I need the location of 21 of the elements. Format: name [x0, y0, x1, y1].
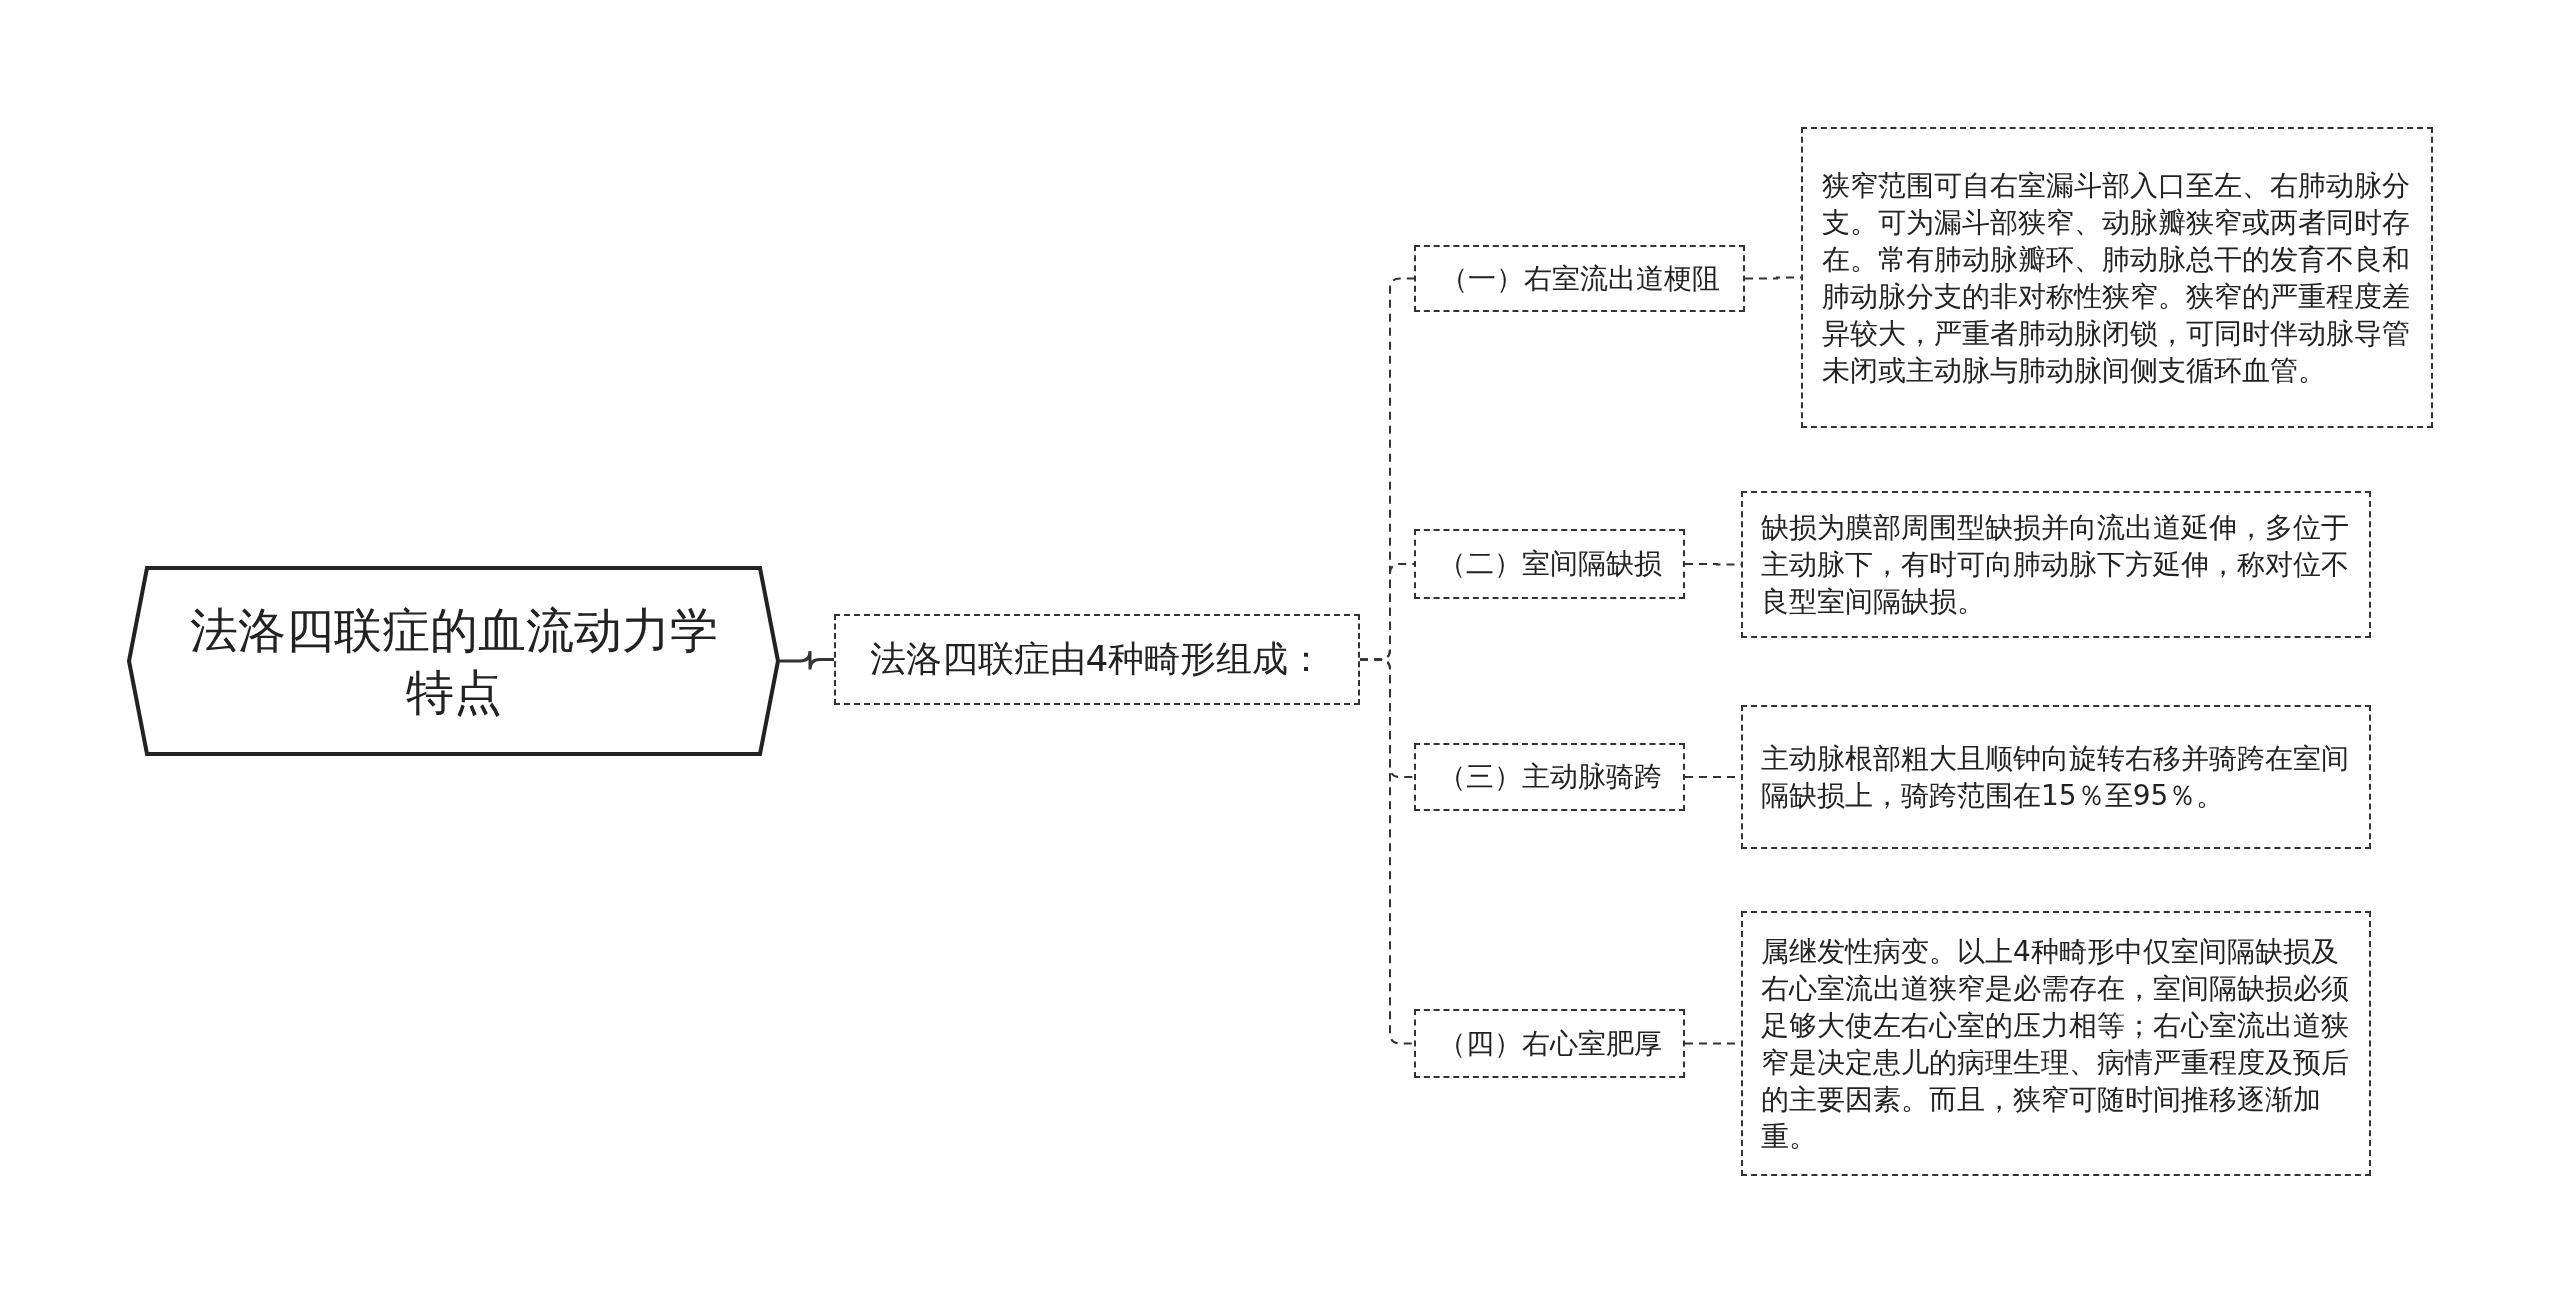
connector-line	[780, 649, 834, 671]
detail-text: 属继发性病变。以上4种畸形中仅室间隔缺损及右心室流出道狭窄是必需存在，室间隔缺损必须足够大使左右心室的压力相等；右心室流出道狭窄是决定患儿的病理生理、病情严重程度及预后的主要因素。而且，狭窄可随时间推移逐渐加重。	[1761, 933, 2350, 1155]
title-text: 法洛四联症的血流动力学特点	[188, 601, 719, 722]
connector-line	[1359, 658, 1415, 1045]
branch-box	[1414, 245, 1745, 312]
detail-box	[1741, 705, 2371, 849]
branch-text: （三）主动脉骑跨	[1437, 759, 1662, 795]
branch-text: （二）室间隔缺损	[1437, 546, 1662, 582]
detail-text: 缺损为膜部周围型缺损并向流出道延伸，多位于主动脉下，有时可向肺动脉下方延伸，称对位不良型室间隔缺损。	[1761, 510, 2350, 620]
detail-text: 狭窄范围可自右室漏斗部入口至左、右肺动脉分支。可为漏斗部狭窄、动脉瓣狭窄或两者同时存在。常有肺动脉瓣环、肺动脉总干的发育不良和肺动脉分支的非对称性狭窄。狭窄的严重程度差异较大，严重者肺动脉闭锁，可同时伴动脉导管未闭或主动脉与肺动脉间侧支循环血管。	[1822, 167, 2411, 389]
branch-text: （一）右室流出道梗阻	[1439, 260, 1720, 297]
branch-box	[1414, 743, 1685, 811]
detail-text: 主动脉根部粗大且顺钟向旋转右移并骑跨在室间隔缺损上，骑跨范围在15％至95％。	[1761, 741, 2350, 814]
branch-box	[1414, 1009, 1685, 1078]
topic-box	[834, 614, 1360, 705]
branch-box	[1414, 529, 1685, 599]
detail-box	[1801, 127, 2433, 428]
branch-text: （四）右心室肥厚	[1437, 1025, 1662, 1062]
detail-box	[1741, 491, 2371, 638]
detail-box	[1741, 911, 2371, 1176]
topic-text: 法洛四联症由4种畸形组成：	[869, 637, 1325, 681]
